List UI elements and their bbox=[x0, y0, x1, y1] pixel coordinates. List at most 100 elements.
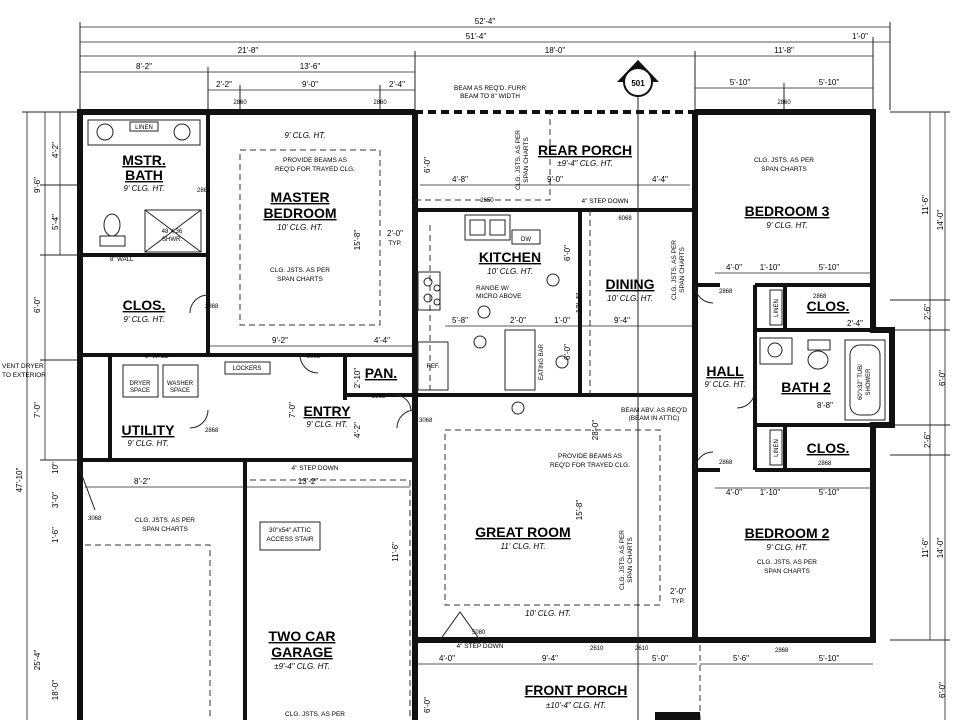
note-joists-garage-1: CLG. JSTS. AS PER bbox=[135, 517, 195, 524]
dim-great-v2: 15'-8" bbox=[575, 500, 584, 521]
dim-left-8: 3'-0" bbox=[51, 492, 60, 508]
note-beams-master-1: PROVIDE BEAMS AS bbox=[283, 157, 348, 164]
window-code-left1: 2860 bbox=[233, 100, 247, 106]
dim-rear-porch-a: 4'-8" bbox=[452, 175, 468, 184]
note-joists-porch-2: SPAN CHARTS bbox=[523, 137, 530, 183]
code-9: 2610 bbox=[635, 646, 649, 652]
code-3: 2868 bbox=[372, 394, 386, 400]
code-1: 2868 bbox=[205, 304, 219, 310]
room-bedroom3-name: BEDROOM 3 bbox=[745, 203, 830, 219]
dim-b2-c: 5'-10" bbox=[819, 488, 840, 497]
room-bedroom3-clg: 9' CLG. HT. bbox=[766, 221, 807, 230]
dim-row3-c: 11'-8" bbox=[774, 46, 794, 55]
room-rear-porch-clg: ±9'-4" CLG. HT. bbox=[557, 159, 613, 168]
note-beam-attic-1: BEAM ABV. AS REQ'D bbox=[621, 407, 687, 414]
interior-walls bbox=[80, 112, 873, 720]
dim-right-4: 6'-0" bbox=[938, 370, 947, 386]
room-entry-name: ENTRY bbox=[304, 403, 352, 419]
fixtures: LINEN 48 X 36 SHWR. 8" WALL DW RANGE W/ … bbox=[87, 119, 886, 551]
note-beams-great-1: PROVIDE BEAMS AS bbox=[558, 453, 623, 460]
section-marker-label: 501 bbox=[631, 79, 645, 88]
label-lockers: LOCKERS bbox=[233, 366, 262, 372]
dim-right-7: 11'-6" bbox=[921, 538, 930, 558]
room-bedroom2-name: BEDROOM 2 bbox=[745, 525, 830, 541]
window-code-right: 2860 bbox=[777, 100, 791, 106]
note-vent-dryer-2: TO EXTERIOR bbox=[2, 372, 46, 379]
door-swings bbox=[79, 284, 756, 641]
room-clos-b3-name: CLOS. bbox=[807, 298, 850, 314]
label-washer: WASHER bbox=[167, 381, 194, 387]
note-joists-b2-2: SPAN CHARTS bbox=[764, 568, 810, 575]
room-labels: MSTR. BATH 9' CLG. HT. 9' CLG. HT. PROVI… bbox=[122, 85, 850, 718]
room-bath2-name: BATH 2 bbox=[781, 379, 831, 395]
dim-overall: 52'-4" bbox=[475, 17, 496, 26]
note-joists-great-1: CLG. JSTS. AS PER bbox=[619, 530, 626, 590]
note-attic-stair-2: ACCESS STAIR bbox=[266, 536, 314, 543]
dim-right-5: 2'-6" bbox=[923, 432, 932, 448]
dim-front-right-a: 5'-6" bbox=[733, 654, 749, 663]
dim-row4-c: 5'-10" bbox=[730, 78, 751, 87]
code-11: 2868 bbox=[719, 460, 733, 466]
dim-left-4: 6'-0" bbox=[33, 297, 42, 313]
dim-row4-b: 13'-6" bbox=[300, 62, 321, 71]
dim-master-v: 15'-8" bbox=[353, 230, 362, 251]
room-mstr-bath-clg: 9' CLG. HT. bbox=[123, 184, 164, 193]
dim-b2-a: 4'-0" bbox=[726, 488, 742, 497]
room-garage-name-1: TWO CAR bbox=[269, 628, 336, 644]
dim-row3-a: 21'-8" bbox=[238, 46, 259, 55]
code-0: 2868 bbox=[197, 188, 211, 194]
label-linen-b2: LINEN bbox=[774, 439, 780, 457]
dim-front-right-b: 5'-10" bbox=[819, 654, 840, 663]
room-master-name-1: MASTER bbox=[270, 189, 329, 205]
label-tub: 60"x32" TUB/ bbox=[858, 364, 864, 400]
dim-kitchen-v2: 12'-4" bbox=[575, 293, 584, 314]
dim-left-6: 47'-10" bbox=[15, 467, 24, 492]
room-hall-clg: 9' CLG. HT. bbox=[704, 380, 745, 389]
dim-kitchen-b: 2'-0" bbox=[510, 316, 526, 325]
room-dining-clg: 10' CLG. HT. bbox=[607, 294, 653, 303]
dim-front-a: 4'-0" bbox=[439, 654, 455, 663]
code-2: 3068 bbox=[307, 354, 321, 360]
dim-row3-b: 18'-0" bbox=[545, 46, 566, 55]
note-joists-master-1: CLG. JSTS. AS PER bbox=[270, 267, 330, 274]
door-codes: 2868 2868 3068 2868 2868 2868 3068 5080 … bbox=[88, 188, 832, 654]
dim-garage-v: 11'-6" bbox=[391, 542, 400, 562]
dim-left-2: 5'-4" bbox=[51, 214, 60, 230]
dim-great-v: 28'-0" bbox=[591, 420, 600, 441]
dim-right-6: 14'-0" bbox=[936, 538, 945, 559]
room-clos-master-clg: 9' CLG. HT. bbox=[123, 315, 164, 324]
section-marker: 501 bbox=[617, 60, 659, 720]
dim-left-3: 9'-6" bbox=[33, 177, 42, 193]
dim-right-1: 11'-6" bbox=[921, 195, 930, 215]
note-vent-dryer-1: VENT DRYER bbox=[2, 363, 44, 370]
interior-dimension-labels: 4'-8" 9'-0" 4'-4" 2650 6068 6'-0" 4'-0" … bbox=[85, 157, 873, 713]
note-joists-b3-2: SPAN CHARTS bbox=[761, 166, 807, 173]
note-joists-b3-1: CLG. JSTS. AS PER bbox=[754, 157, 814, 164]
note-joists-master-2: SPAN CHARTS bbox=[277, 276, 323, 283]
note-joists-b2-1: CLG. JSTS. AS PER bbox=[757, 559, 817, 566]
dim-front-b: 9'-4" bbox=[542, 654, 558, 663]
note-typ: TYP. bbox=[388, 240, 402, 247]
dim-b3-b: 1'-10" bbox=[760, 263, 781, 272]
dim-pan-v: 2'-10" bbox=[353, 368, 362, 389]
code-13: 2868 bbox=[775, 648, 789, 654]
dim-row4-d: 5'-10" bbox=[819, 78, 840, 87]
room-clos-b2-name: CLOS. bbox=[807, 440, 850, 456]
dim-b2-b: 1'-10" bbox=[760, 488, 781, 497]
note-attic-stair-1: 30"x54" ATTIC bbox=[269, 527, 311, 534]
note-beam-attic-2: (BEAM IN ATTIC) bbox=[629, 415, 680, 422]
code-4: 2868 bbox=[205, 428, 219, 434]
room-master-top-clg: 9' CLG. HT. bbox=[284, 131, 325, 140]
note-range-2: MICRO ABOVE bbox=[476, 293, 522, 300]
note-joists-dining-2: SPAN CHARTS bbox=[679, 247, 686, 293]
code-10: 2868 bbox=[813, 294, 827, 300]
dim-rear-porch-c: 4'-4" bbox=[652, 175, 668, 184]
dim-hall-left: 9'-2" bbox=[272, 336, 288, 345]
room-master-name-2: BEDROOM bbox=[263, 205, 336, 221]
room-utility-clg: 9' CLG. HT. bbox=[127, 439, 168, 448]
room-clos-master-name: CLOS. bbox=[123, 297, 166, 313]
room-mstr-bath-name-1: MSTR. bbox=[122, 152, 166, 168]
label-eating-bar: EATING BAR bbox=[539, 343, 545, 380]
room-utility-name: UTILITY bbox=[122, 422, 176, 438]
